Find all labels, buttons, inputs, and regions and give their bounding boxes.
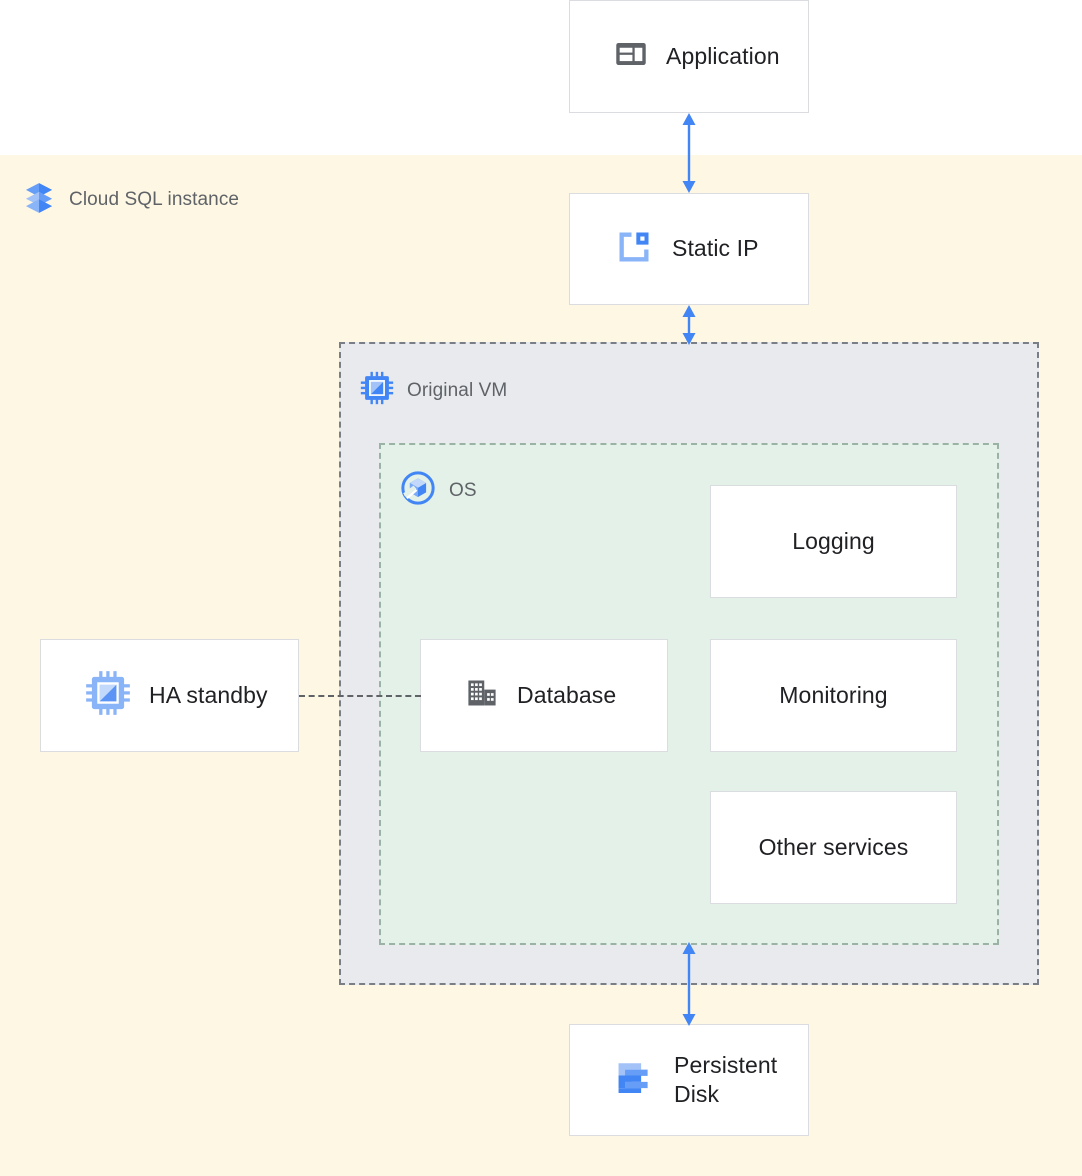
connector-os-to-persistent-disk [682, 942, 696, 1026]
ha-standby-label: HA standby [149, 681, 268, 708]
original-vm-label-group: Original VM [360, 371, 507, 410]
node-other-services[interactable]: Other services [710, 791, 957, 904]
database-label: Database [517, 681, 617, 708]
ha-standby-chip-icon [85, 670, 131, 721]
logging-label: Logging [792, 527, 875, 554]
node-monitoring[interactable]: Monitoring [710, 639, 957, 752]
os-label: OS [449, 479, 477, 501]
vm-chip-icon [360, 371, 394, 410]
cloud-sql-icon [22, 180, 56, 219]
os-container-icon [400, 470, 436, 511]
node-application[interactable]: Application [569, 0, 809, 113]
node-persistent-disk[interactable]: Persistent Disk [569, 1024, 809, 1136]
persistent-disk-label: Persistent Disk [674, 1052, 778, 1107]
cloud-sql-instance-label-group: Cloud SQL instance [22, 180, 239, 219]
node-logging[interactable]: Logging [710, 485, 957, 598]
static-ip-icon [614, 227, 654, 272]
node-database[interactable]: Database [420, 639, 668, 752]
monitoring-label: Monitoring [779, 681, 888, 708]
cloud-sql-instance-label: Cloud SQL instance [69, 188, 240, 210]
database-building-icon [465, 676, 499, 715]
other-services-label: Other services [758, 833, 909, 860]
connector-application-to-static-ip [682, 113, 696, 193]
connector-ha-standby-to-database [299, 695, 421, 697]
os-label-group: OS [400, 470, 477, 511]
node-static-ip[interactable]: Static IP [569, 193, 809, 305]
application-window-icon [614, 37, 648, 76]
static-ip-label: Static IP [672, 235, 759, 262]
persistent-disk-icon [614, 1057, 656, 1104]
connector-static-ip-to-vm [682, 305, 696, 345]
node-ha-standby[interactable]: HA standby [40, 639, 299, 752]
original-vm-label: Original VM [407, 379, 508, 401]
application-label: Application [666, 42, 780, 69]
